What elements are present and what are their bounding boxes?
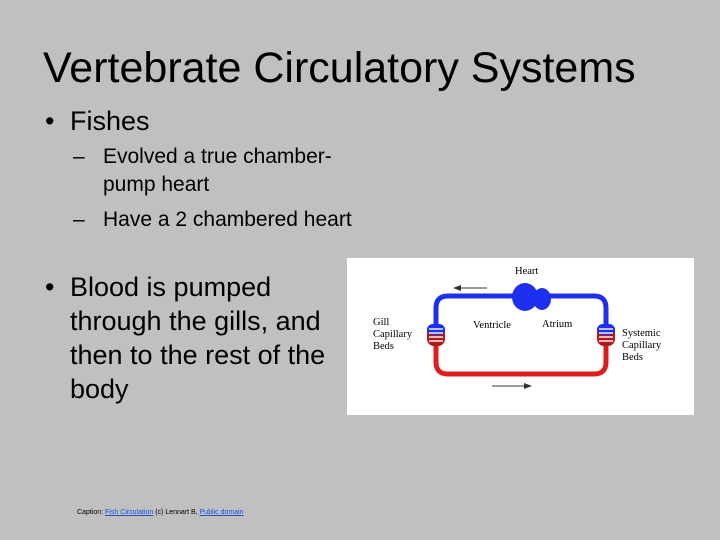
systemic-capillary-bed [597,324,615,346]
bullet-glyph: • [45,106,55,136]
sub-bullet-text: Have a 2 chambered heart [103,208,352,231]
gill-capillary-bed [427,324,445,346]
fish-circulation-link[interactable]: Fish Circulation [105,509,154,516]
atrium-label: Atrium [542,319,572,330]
bullet-text: Fishes [70,106,150,136]
public-domain-link[interactable]: Public domain [199,509,244,516]
oxygen-rich-vessel [433,342,609,377]
ventricle-chamber [512,283,538,311]
fish-circulation-diagram: Heart Ventricle Atrium Gill Capillary Be… [347,258,694,415]
slide-title: Vertebrate Circulatory Systems [43,44,636,92]
left-arrow-icon [453,285,487,291]
sub-bullet-text: Evolved a true chamber-pump heart [103,145,332,196]
dash-glyph: – [73,145,85,168]
gill-label-line1: Gill [373,317,389,328]
systemic-label-line2: Capillary [622,340,662,351]
atrium-chamber [533,288,551,310]
ventricle-label: Ventricle [473,320,511,331]
dash-glyph: – [73,208,85,231]
systemic-label-line3: Beds [622,352,643,363]
caption-prefix: Caption: [77,509,106,516]
gill-label-line3: Beds [373,341,394,352]
right-arrow-icon [492,383,532,389]
gill-label-line2: Capillary [373,329,413,340]
bullet-text: Blood is pumped through the gills, and t… [70,272,326,404]
circulation-svg: Heart Ventricle Atrium Gill Capillary Be… [373,266,662,389]
image-caption: Caption: Fish Circulation (c) Lennart B,… [77,509,244,516]
caption-credit: (c) Lennart B, [153,509,200,516]
bullet-glyph: • [45,272,55,302]
heart-label: Heart [515,266,538,277]
systemic-label-line1: Systemic [622,328,661,339]
